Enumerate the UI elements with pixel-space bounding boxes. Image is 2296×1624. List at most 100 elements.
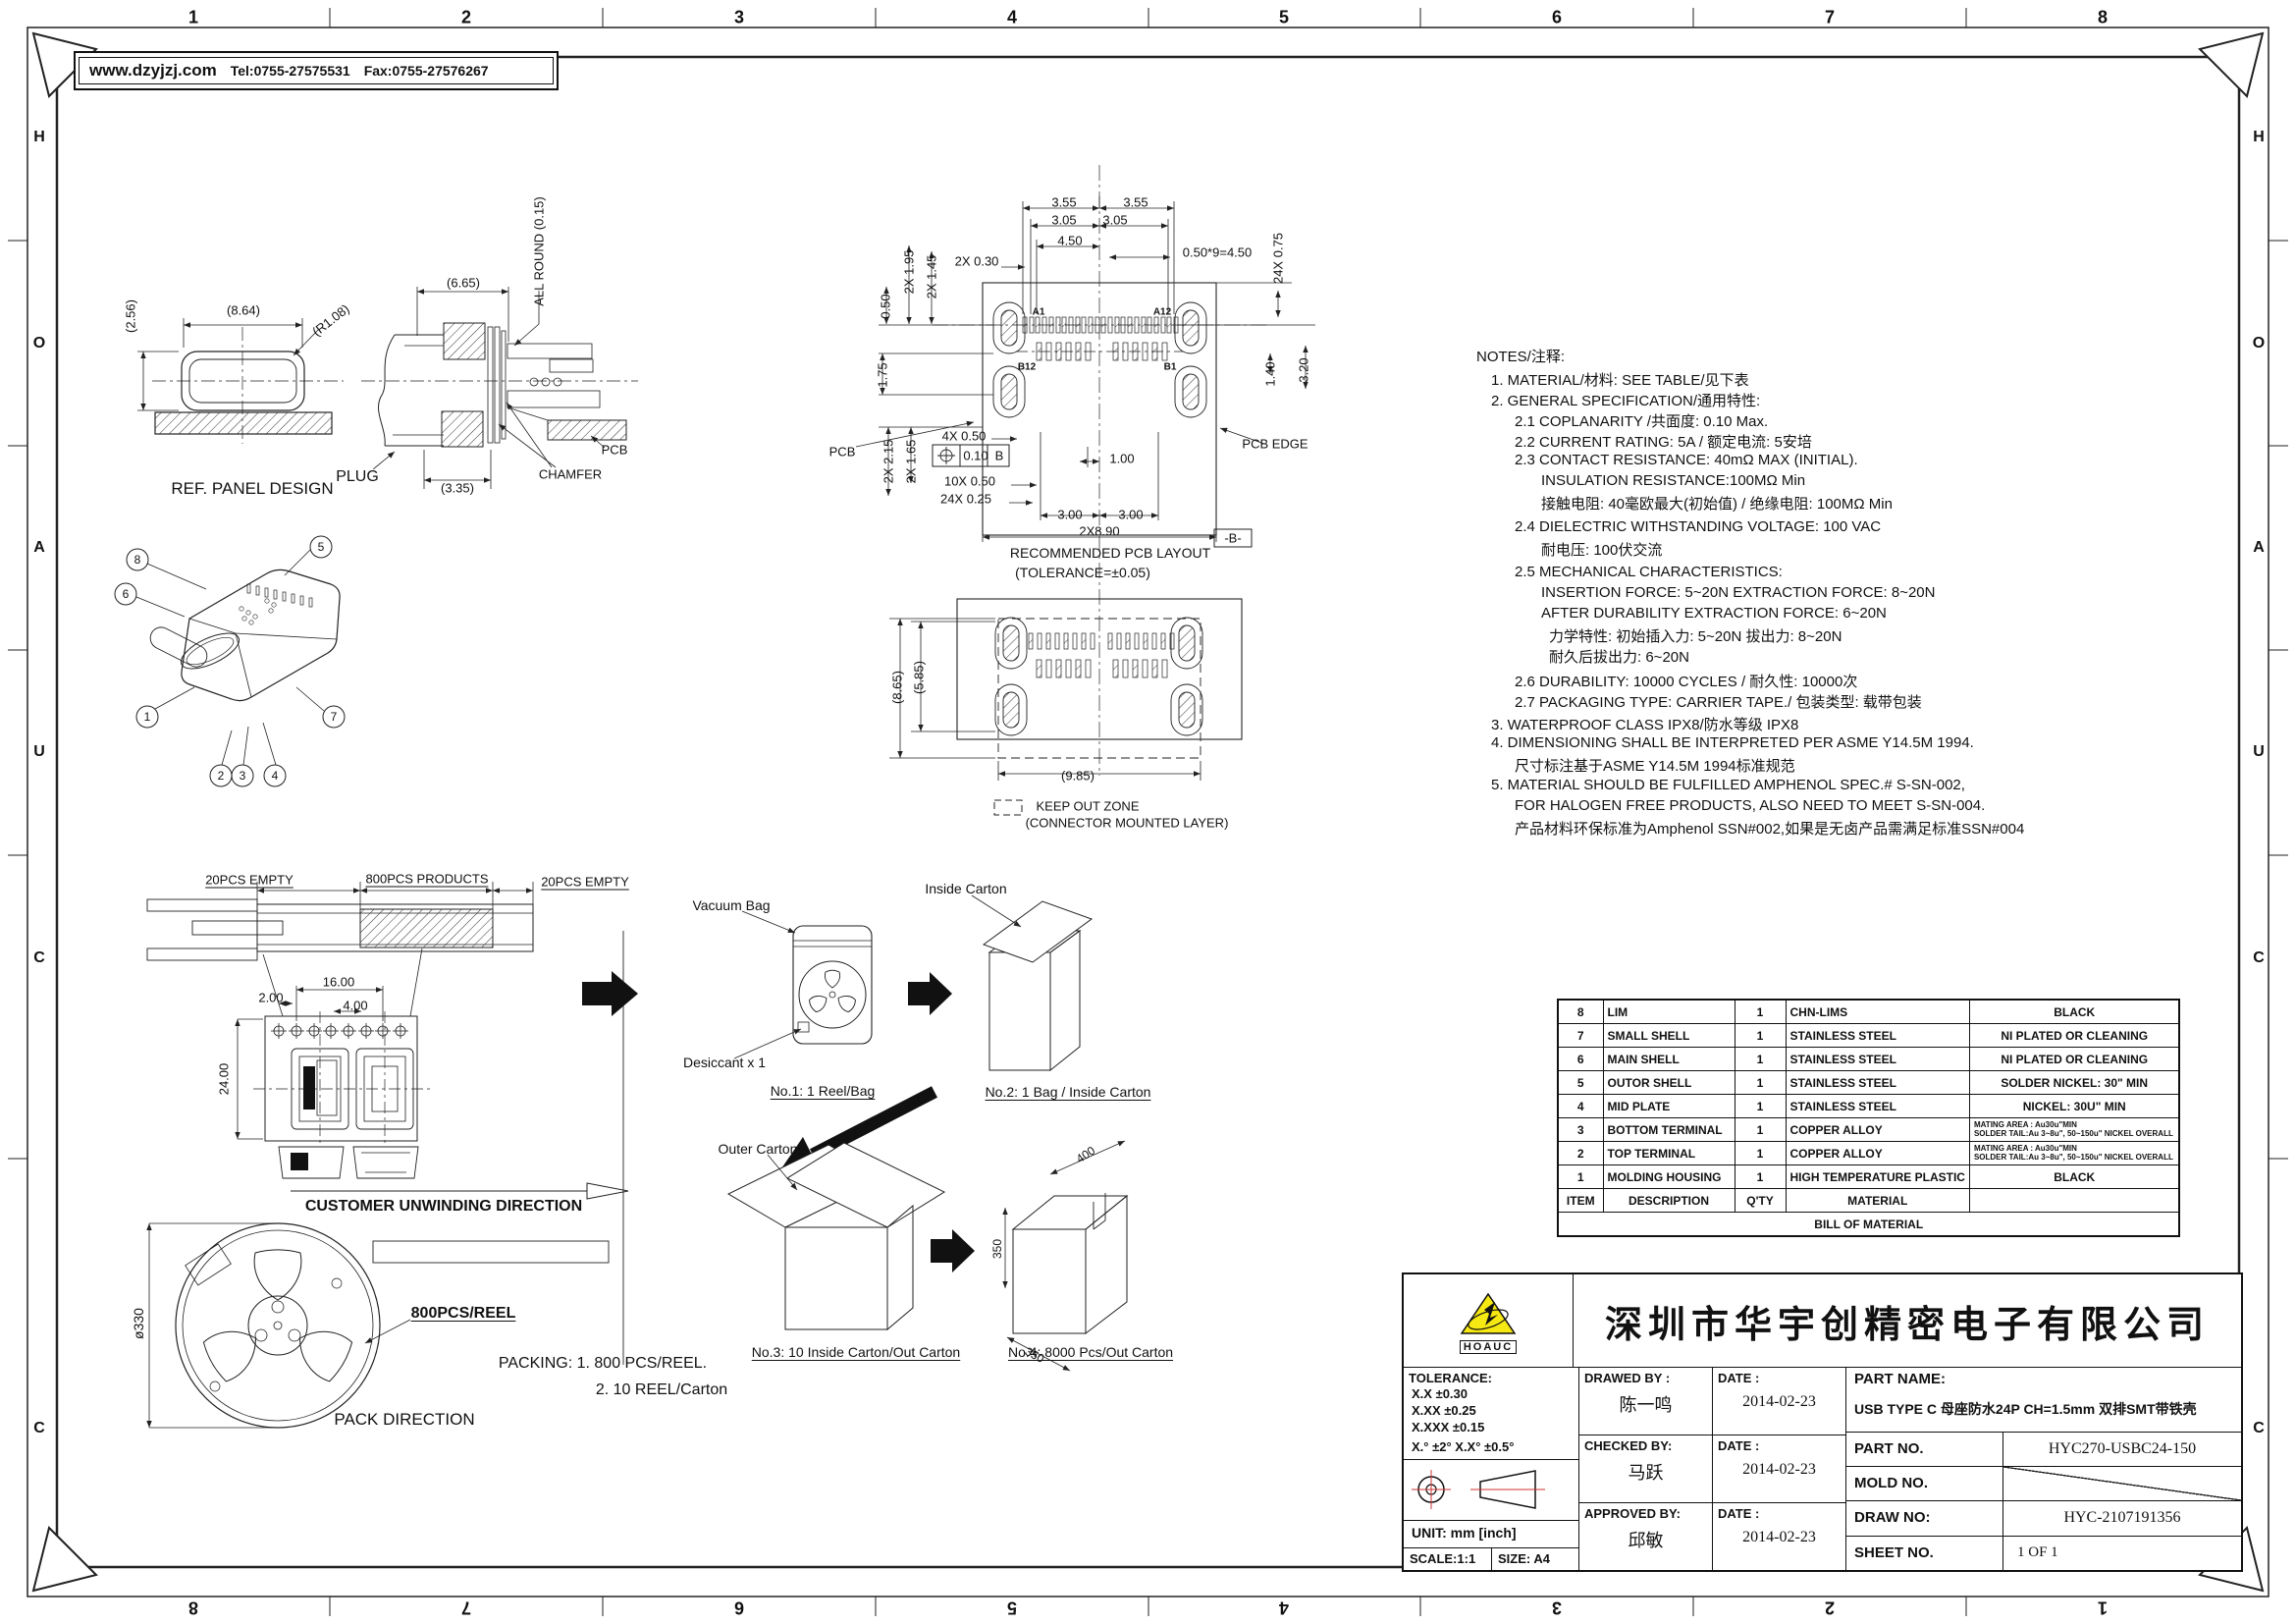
- dim-label: RECOMMENDED PCB LAYOUT: [1009, 545, 1211, 561]
- approved-by-label: APPROVED BY:: [1584, 1506, 1681, 1521]
- note-line: 2.2 CURRENT RATING: 5A / 额定电流: 5安培: [1515, 434, 1812, 451]
- bom-qty: 1: [1734, 999, 1787, 1024]
- dim-label: (TOLERANCE=±0.05): [1015, 565, 1150, 580]
- part-name-value: USB TYPE C 母座防水24P CH=1.5mm 双排SMT带铁壳: [1854, 1401, 2197, 1417]
- dim-label: 1.00: [1109, 451, 1135, 466]
- bom-item: 7: [1557, 1023, 1604, 1048]
- bom-title: BILL OF MATERIAL: [1557, 1212, 2180, 1237]
- header-contact-inner: www.dzyjzj.com Tel:0755-27575531 Fax:075…: [79, 57, 554, 84]
- bom-material: STAINLESS STEEL: [1785, 1023, 1970, 1048]
- bom-item: 1: [1557, 1164, 1604, 1189]
- dim-label: 3.05: [1102, 212, 1128, 228]
- zone-row-label: U: [33, 743, 45, 760]
- reel-icon: [175, 1222, 381, 1429]
- balloon-label: 4: [271, 769, 279, 783]
- part-name-cell: PART NAME: USB TYPE C 母座防水24P CH=1.5mm 双…: [1845, 1367, 2241, 1432]
- bom-item: 6: [1557, 1047, 1604, 1071]
- bom-material: COPPER ALLOY: [1785, 1117, 1970, 1142]
- dim-label: 20PCS EMPTY: [541, 874, 629, 890]
- note-line: 2.5 MECHANICAL CHARACTERISTICS:: [1515, 564, 1783, 580]
- note-line: INSULATION RESISTANCE:100MΩ Min: [1541, 472, 1806, 489]
- zone-col-label: 4: [1278, 1597, 1290, 1618]
- zone-col-label: 6: [1551, 7, 1563, 27]
- dim-label: 3.00: [1057, 507, 1083, 522]
- datum-b-box: [1213, 528, 1253, 548]
- date-cell-2: DATE : 2014-02-23: [1712, 1435, 1845, 1502]
- dim-label: 2X 0.30: [954, 253, 999, 269]
- website-url: www.dzyjzj.com: [89, 61, 217, 80]
- bom-material: HIGH TEMPERATURE PLASTIC: [1785, 1164, 1970, 1189]
- dim-label: 24X 0.75: [1270, 232, 1286, 285]
- zone-col-label: 7: [1824, 7, 1836, 27]
- zone-row-label: C: [2253, 949, 2265, 966]
- zone-row-label: O: [32, 335, 46, 352]
- dim-label: 24.00: [216, 1062, 232, 1096]
- date-label: DATE :: [1718, 1438, 1760, 1453]
- bom-qty: 1: [1734, 1094, 1787, 1118]
- bom-finish: NI PLATED OR CLEANING: [1968, 1047, 2180, 1071]
- bom-title-row: BILL OF MATERIAL: [1557, 1212, 2180, 1237]
- dim-label: PLUG: [336, 468, 379, 485]
- keepout-pads: [1028, 632, 1175, 678]
- balloon-label: 2: [217, 769, 225, 783]
- note-line: NOTES/注释:: [1476, 349, 1566, 365]
- drawn-by-label: DRAWED BY :: [1584, 1371, 1671, 1385]
- bom-description: SMALL SHELL: [1602, 1023, 1735, 1048]
- dim-label: ALL ROUND (0.15): [531, 196, 547, 306]
- draw-no-value-cell: HYC-2107191356: [2002, 1500, 2241, 1536]
- bom-description: MID PLATE: [1602, 1094, 1735, 1118]
- note-line: INSERTION FORCE: 5~20N EXTRACTION FORCE:…: [1541, 584, 1936, 601]
- note-line: 5. MATERIAL SHOULD BE FULFILLED AMPHENOL…: [1491, 777, 1965, 793]
- bom-material: STAINLESS STEEL: [1785, 1094, 1970, 1118]
- dim-label: 800PCS PRODUCTS: [365, 871, 489, 887]
- dim-label: 0.50: [878, 294, 893, 319]
- scale-cell: SCALE:1:1: [1404, 1547, 1491, 1570]
- dim-label: (3.35): [441, 480, 474, 496]
- date-cell-3: DATE : 2014-02-23: [1712, 1502, 1845, 1570]
- note-line: 力学特性: 初始插入力: 5~20N 拔出力: 8~20N: [1549, 628, 1842, 645]
- bom-header-footer: ITEM DESCRIPTION Q'TY MATERIAL BILL OF M…: [1557, 1188, 2180, 1237]
- inside-carton-icon: [982, 900, 1094, 1072]
- draw-no-label-cell: DRAW NO:: [1845, 1500, 2002, 1536]
- part-name-label: PART NAME:: [1854, 1371, 1947, 1387]
- dim-label: 0.50*9=4.50: [1182, 244, 1253, 260]
- dim-label: PACK DIRECTION: [334, 1410, 475, 1429]
- note-line: 3. WATERPROOF CLASS IPX8/防水等级 IPX8: [1491, 717, 1799, 733]
- logo-text: HOAUC: [1459, 1339, 1518, 1354]
- carrier-tape-view: [146, 882, 629, 1429]
- zone-row-label: C: [33, 949, 45, 966]
- tolerance-xxx: X.XX ±0.25: [1412, 1403, 1476, 1418]
- bom-material: STAINLESS STEEL: [1785, 1047, 1970, 1071]
- balloon-label: 5: [317, 540, 325, 554]
- bom-col-material: MATERIAL: [1785, 1188, 1970, 1213]
- flow-arrow-icon: [908, 972, 952, 1015]
- dim-label: 350: [990, 1238, 1004, 1260]
- company-cell: 深圳市华宇创精密电子有限公司: [1573, 1274, 2241, 1367]
- bom-description: LIM: [1602, 999, 1735, 1024]
- dim-label: 2X8.90: [1079, 523, 1120, 539]
- third-angle-projection-icon: [1412, 1470, 1545, 1509]
- plug-section-view: [361, 287, 638, 489]
- dim-label: 10X 0.50: [943, 473, 996, 489]
- zone-col-label: 5: [1006, 1597, 1018, 1618]
- drawn-date: 2014-02-23: [1742, 1393, 1816, 1410]
- dim-label: 3.00: [1118, 507, 1144, 522]
- tolerance-label: TOLERANCE:: [1409, 1371, 1492, 1385]
- pad-label: B1: [1163, 361, 1177, 373]
- bom-item: 5: [1557, 1070, 1604, 1095]
- zone-row-label: A: [2253, 539, 2265, 556]
- sheet-no-label: SHEET NO.: [1854, 1544, 1934, 1561]
- out-carton-icon: [1011, 1193, 1129, 1335]
- dim-label: 3.05: [1051, 212, 1077, 228]
- dim-label: (9.85): [1061, 768, 1095, 784]
- sheet-no-value-cell: 1 OF 1: [2002, 1536, 2241, 1570]
- checked-by-name: 马跃: [1628, 1463, 1664, 1483]
- balloon-callouts: [114, 535, 346, 787]
- telephone: Tel:0755-27575531: [230, 63, 350, 79]
- sheet-no-label-cell: SHEET NO.: [1845, 1536, 2002, 1570]
- dim-label: 3.20: [1296, 357, 1311, 383]
- dim-label: REF. PANEL DESIGN: [171, 479, 334, 498]
- dim-label: CHAMFER: [538, 466, 603, 482]
